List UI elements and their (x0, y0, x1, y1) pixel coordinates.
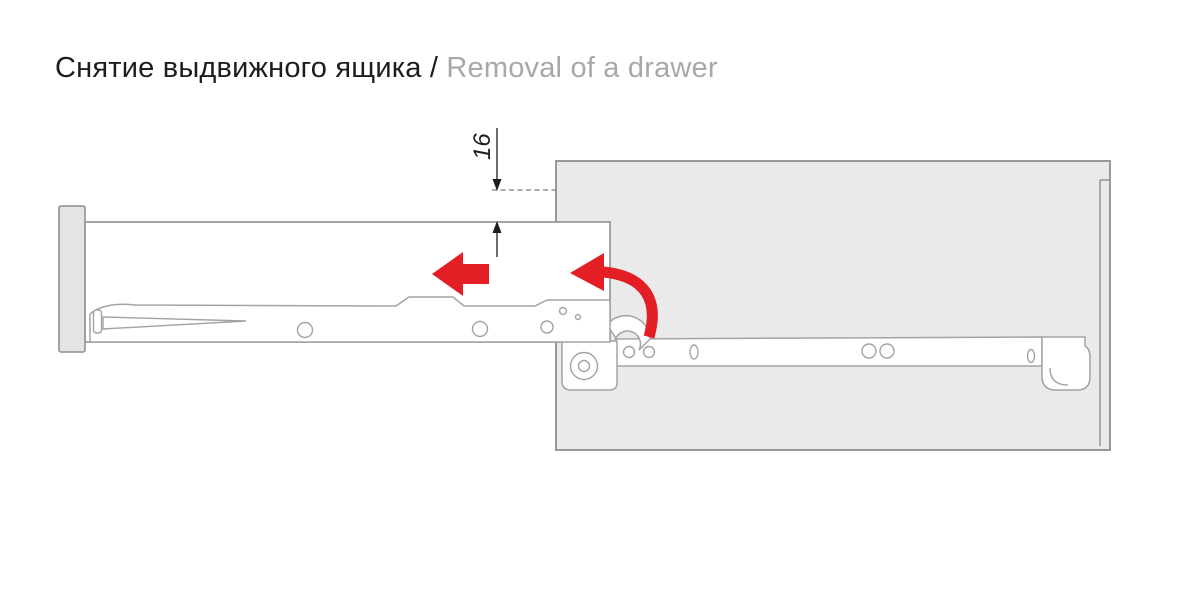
dimension-arrow-up (492, 221, 502, 233)
rail-pin-head (92, 309, 103, 334)
drawer-front-panel (58, 205, 86, 353)
rail-adjust-tongue (102, 316, 247, 330)
cabinet-carcass (555, 160, 1111, 451)
drawer-rail-hole-5 (574, 313, 582, 321)
drawer-rail-hole-1 (296, 321, 314, 339)
cabinet-slide-rail-rear-bracket (1041, 336, 1091, 391)
cabinet-rail-hole-3 (861, 343, 877, 359)
title-ru: Снятие выдвижного ящика (55, 52, 422, 84)
drawer-rail-hole-2 (471, 320, 489, 338)
tilt-curved-arrow-shaft (602, 266, 658, 339)
cabinet-rail-hole-1 (622, 345, 636, 359)
drawer-rail-hole-4 (558, 306, 568, 316)
title-en: Removal of a drawer (446, 52, 718, 84)
dimension-16-label: 16 (469, 133, 496, 160)
pull-left-arrow (432, 252, 489, 296)
dimension-arrow-down (492, 179, 502, 191)
cabinet-rail-hole-4 (879, 343, 895, 359)
tilt-curved-arrow (570, 253, 658, 339)
cabinet-slide-rail-body (614, 336, 1043, 367)
tilt-curved-arrow-head (570, 253, 604, 291)
disconnect-lever (606, 314, 651, 351)
cabinet-rail-slot-1 (689, 344, 699, 360)
drawer-rail-hole-3 (540, 320, 554, 334)
rear-bracket-hook-detail (1049, 367, 1069, 386)
front-roller-axle (577, 359, 591, 373)
page-title: Снятие выдвижного ящика / Removal of a d… (55, 52, 718, 85)
cabinet-rail-hole-2 (642, 345, 656, 359)
title-separator: / (421, 52, 447, 84)
cabinet-rail-slot-2 (1026, 348, 1036, 364)
